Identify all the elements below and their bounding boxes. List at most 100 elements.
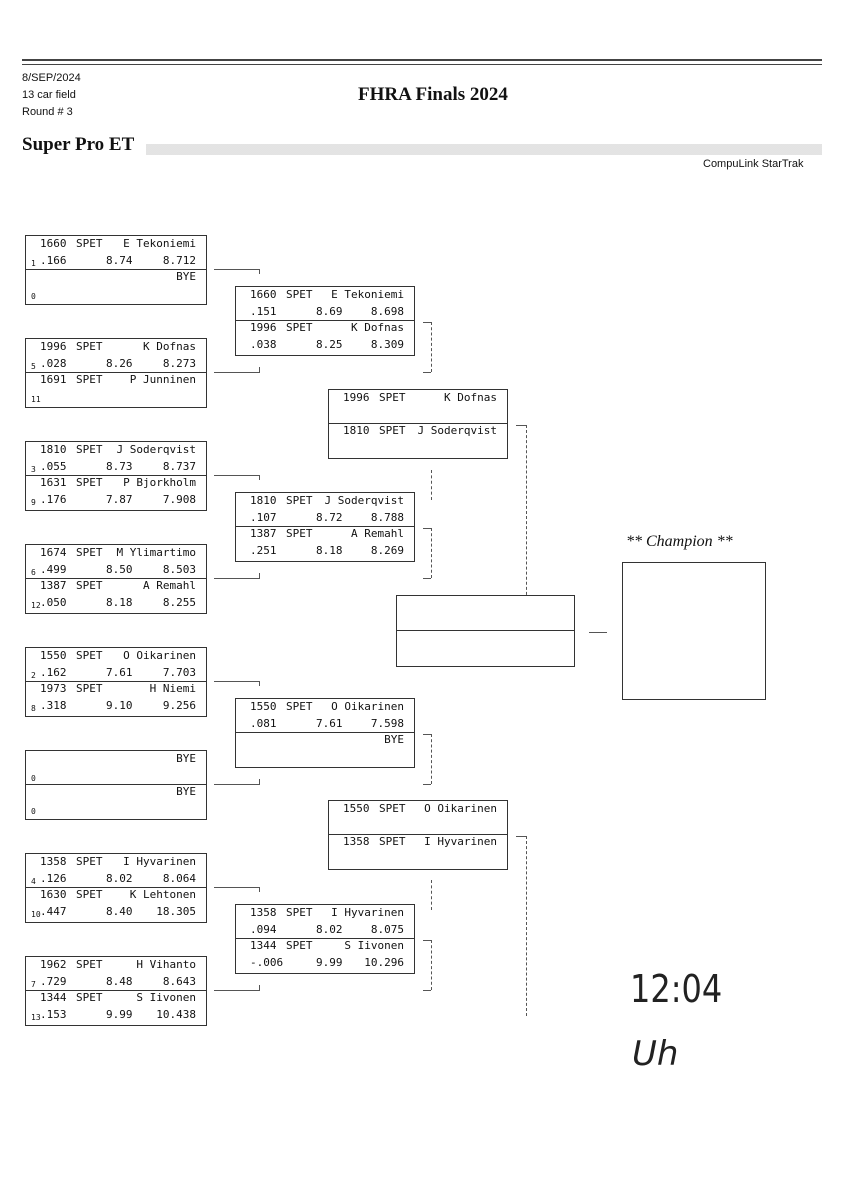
connector-line	[423, 784, 431, 785]
connector-line	[214, 990, 260, 991]
dial-in: 8.50	[106, 563, 133, 576]
connector-line	[214, 681, 260, 682]
connector-line	[423, 940, 431, 941]
racer-name: P Junninen	[129, 373, 196, 386]
car-number: 1358	[40, 855, 67, 868]
brand-label: CompuLink StarTrak	[703, 158, 804, 170]
connector-dashed	[431, 734, 432, 784]
car-number: 1550	[343, 802, 370, 815]
dial-in: 8.26	[106, 357, 133, 370]
class-code: SPET	[379, 424, 406, 437]
field-size: 13 car field	[22, 89, 76, 101]
match-divider	[236, 526, 414, 527]
seed-number: 2	[31, 671, 36, 680]
reaction-time: .126	[40, 872, 67, 885]
connector-line	[423, 322, 431, 323]
class-code: SPET	[76, 649, 103, 662]
match-divider	[26, 269, 206, 270]
racer-name: I Hyvarinen	[331, 906, 404, 919]
connector-line	[516, 836, 526, 837]
seed-number: 3	[31, 465, 36, 474]
racer-row: BYE	[26, 784, 206, 801]
elapsed-time: 8.255	[162, 596, 196, 609]
match-divider	[236, 320, 414, 321]
class-code: SPET	[76, 546, 103, 559]
match-divider	[26, 990, 206, 991]
class-code: SPET	[76, 579, 103, 592]
dial-in: 8.02	[316, 923, 343, 936]
reaction-time: .251	[250, 544, 277, 557]
seed-number: 9	[31, 498, 36, 507]
seed-number: 0	[31, 292, 36, 301]
reaction-time: .055	[40, 460, 67, 473]
car-number: 1973	[40, 682, 67, 695]
handwritten-time: 12:04	[630, 966, 723, 1012]
reaction-time: .038	[250, 338, 277, 351]
reaction-time: .162	[40, 666, 67, 679]
class-code: SPET	[286, 494, 313, 507]
car-number: 1387	[250, 527, 277, 540]
connector-line	[259, 779, 260, 784]
reaction-time: .499	[40, 563, 67, 576]
dial-in: 7.87	[106, 493, 133, 506]
car-number: 1550	[250, 700, 277, 713]
racer-name: J Soderqvist	[116, 443, 196, 456]
class-code: SPET	[76, 476, 103, 489]
racer-name: O Oikarinen	[424, 802, 497, 815]
dial-in: 9.99	[106, 1008, 133, 1021]
reaction-time: -.006	[250, 956, 284, 969]
connector-line	[214, 578, 260, 579]
seed-number: 5	[31, 362, 36, 371]
seed-number: 13	[31, 1013, 41, 1022]
car-number: 1630	[40, 888, 67, 901]
connector-dashed	[526, 836, 527, 1016]
seed-number: 8	[31, 704, 36, 713]
dial-in: 8.69	[316, 305, 343, 318]
top-rule	[22, 59, 822, 61]
elapsed-time: 8.503	[162, 563, 196, 576]
event-date: 8/SEP/2024	[22, 72, 81, 84]
connector-line	[259, 367, 260, 372]
elapsed-time: 8.698	[370, 305, 404, 318]
reaction-time: .153	[40, 1008, 67, 1021]
car-number: 1358	[250, 906, 277, 919]
car-number: 1344	[250, 939, 277, 952]
match-divider	[329, 834, 507, 835]
seed-number: 0	[31, 774, 36, 783]
connector-line	[423, 372, 431, 373]
timing-row: 0	[26, 801, 206, 818]
connector-line	[423, 578, 431, 579]
racer-name: H Niemi	[149, 682, 196, 695]
class-code: SPET	[76, 958, 103, 971]
car-number: 1660	[250, 288, 277, 301]
elapsed-time: 7.703	[162, 666, 196, 679]
car-number: 1810	[40, 443, 67, 456]
connector-dashed	[431, 528, 432, 578]
timing-row: 11	[26, 389, 206, 406]
top-rule-thin	[22, 64, 822, 65]
seed-number: 7	[31, 980, 36, 989]
dial-in: 8.25	[316, 338, 343, 351]
elapsed-time: 8.737	[162, 460, 196, 473]
match-divider	[236, 938, 414, 939]
match-divider	[26, 681, 206, 682]
